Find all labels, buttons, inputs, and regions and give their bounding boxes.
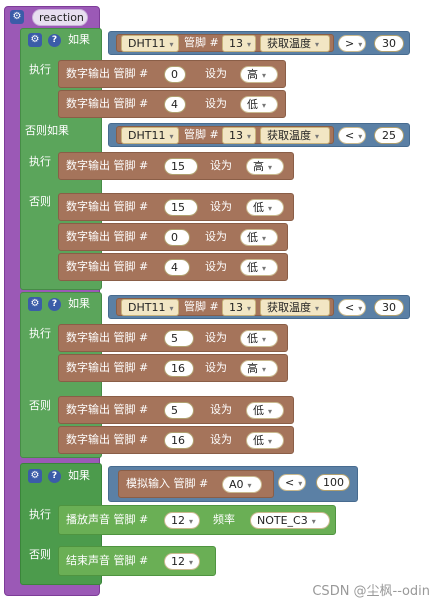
operator-dropdown[interactable]: >▾ bbox=[338, 35, 366, 52]
digital-write-label: 数字输出 管脚 # bbox=[66, 331, 149, 344]
set-label: 设为 bbox=[210, 200, 232, 213]
tone-stop-label: 结束声音 管脚 # bbox=[66, 554, 149, 567]
set-label: 设为 bbox=[210, 403, 232, 416]
gear-icon[interactable]: ⚙ bbox=[28, 33, 42, 47]
set-label: 设为 bbox=[205, 67, 227, 80]
watermark: CSDN @尘枫--odin bbox=[312, 584, 430, 599]
sensor-dropdown[interactable]: DHT11▾ bbox=[121, 127, 179, 144]
operator-dropdown[interactable]: <▾ bbox=[278, 474, 306, 491]
do-label: 执行 bbox=[29, 508, 51, 521]
pin-label: 管脚 # bbox=[184, 300, 219, 313]
operator-dropdown[interactable]: <▾ bbox=[338, 127, 366, 144]
pin-input[interactable]: 15 bbox=[164, 199, 198, 216]
do-label: 执行 bbox=[29, 327, 51, 340]
sensor-dropdown[interactable]: DHT11▾ bbox=[121, 299, 179, 316]
operator-dropdown[interactable]: <▾ bbox=[338, 299, 366, 316]
help-icon[interactable]: ? bbox=[48, 470, 61, 483]
level-dropdown[interactable]: 低▾ bbox=[240, 330, 278, 347]
level-dropdown[interactable]: 高▾ bbox=[240, 66, 278, 83]
pin-input[interactable]: 0 bbox=[164, 229, 190, 246]
freq-label: 频率 bbox=[213, 513, 235, 526]
help-icon[interactable]: ? bbox=[48, 34, 61, 47]
level-dropdown[interactable]: 低▾ bbox=[246, 402, 284, 419]
pin-input[interactable]: 15 bbox=[164, 158, 198, 175]
gear-icon[interactable]: ⚙ bbox=[10, 10, 24, 24]
digital-write-label: 数字输出 管脚 # bbox=[66, 159, 149, 172]
set-label: 设为 bbox=[205, 230, 227, 243]
number-input[interactable]: 25 bbox=[374, 127, 404, 144]
number-input[interactable]: 30 bbox=[374, 35, 404, 52]
pin-dropdown[interactable]: 13▾ bbox=[222, 299, 256, 316]
pin-dropdown[interactable]: 12▾ bbox=[164, 512, 200, 529]
if-label: 如果 bbox=[68, 469, 90, 482]
pin-dropdown[interactable]: 13▾ bbox=[222, 35, 256, 52]
set-label: 设为 bbox=[205, 361, 227, 374]
help-icon[interactable]: ? bbox=[48, 298, 61, 311]
set-label: 设为 bbox=[205, 331, 227, 344]
level-dropdown[interactable]: 高▾ bbox=[240, 360, 278, 377]
digital-write-label: 数字输出 管脚 # bbox=[66, 67, 149, 80]
if-label: 如果 bbox=[68, 297, 90, 310]
pin-input[interactable]: 0 bbox=[164, 66, 186, 83]
pin-dropdown[interactable]: 13▾ bbox=[222, 127, 256, 144]
elseif-label: 否则如果 bbox=[25, 124, 69, 137]
level-dropdown[interactable]: 低▾ bbox=[240, 259, 278, 276]
do-label: 执行 bbox=[29, 63, 51, 76]
pin-input[interactable]: 5 bbox=[164, 330, 194, 347]
level-dropdown[interactable]: 低▾ bbox=[246, 199, 284, 216]
digital-write-label: 数字输出 管脚 # bbox=[66, 200, 149, 213]
digital-write-label: 数字输出 管脚 # bbox=[66, 403, 149, 416]
if-label: 如果 bbox=[68, 33, 90, 46]
level-dropdown[interactable]: 低▾ bbox=[246, 432, 284, 449]
gear-icon[interactable]: ⚙ bbox=[28, 297, 42, 311]
pin-input[interactable]: 5 bbox=[164, 402, 194, 419]
set-label: 设为 bbox=[210, 159, 232, 172]
digital-write-label: 数字输出 管脚 # bbox=[66, 260, 149, 273]
analog-pin-dropdown[interactable]: A0▾ bbox=[222, 476, 262, 493]
read-mode-dropdown[interactable]: 获取温度▾ bbox=[260, 127, 330, 144]
else-label: 否则 bbox=[29, 548, 51, 561]
pin-input[interactable]: 16 bbox=[164, 432, 194, 449]
sensor-dropdown[interactable]: DHT11▾ bbox=[121, 35, 179, 52]
else-label: 否则 bbox=[29, 195, 51, 208]
level-dropdown[interactable]: 低▾ bbox=[240, 229, 278, 246]
pin-label: 管脚 # bbox=[184, 128, 219, 141]
level-dropdown[interactable]: 低▾ bbox=[240, 96, 278, 113]
pin-input[interactable]: 4 bbox=[164, 259, 190, 276]
pin-input[interactable]: 16 bbox=[164, 360, 194, 377]
pin-input[interactable]: 4 bbox=[164, 96, 186, 113]
set-label: 设为 bbox=[205, 260, 227, 273]
number-input[interactable]: 100 bbox=[316, 474, 350, 491]
note-dropdown[interactable]: NOTE_C3▾ bbox=[250, 512, 330, 529]
read-mode-dropdown[interactable]: 获取温度▾ bbox=[260, 299, 330, 316]
digital-write-label: 数字输出 管脚 # bbox=[66, 433, 149, 446]
digital-write-label: 数字输出 管脚 # bbox=[66, 97, 149, 110]
pin-dropdown[interactable]: 12▾ bbox=[164, 553, 200, 570]
gear-icon[interactable]: ⚙ bbox=[28, 469, 42, 483]
read-mode-dropdown[interactable]: 获取温度▾ bbox=[260, 35, 330, 52]
set-label: 设为 bbox=[205, 97, 227, 110]
procedure-name-field[interactable]: reaction bbox=[32, 9, 88, 26]
pin-label: 管脚 # bbox=[184, 36, 219, 49]
analog-read-label: 模拟输入 管脚 # bbox=[126, 477, 209, 490]
else-label: 否则 bbox=[29, 399, 51, 412]
digital-write-label: 数字输出 管脚 # bbox=[66, 361, 149, 374]
number-input[interactable]: 30 bbox=[374, 299, 404, 316]
level-dropdown[interactable]: 高▾ bbox=[246, 158, 284, 175]
tone-play-label: 播放声音 管脚 # bbox=[66, 513, 149, 526]
do-label: 执行 bbox=[29, 155, 51, 168]
digital-write-label: 数字输出 管脚 # bbox=[66, 230, 149, 243]
set-label: 设为 bbox=[210, 433, 232, 446]
